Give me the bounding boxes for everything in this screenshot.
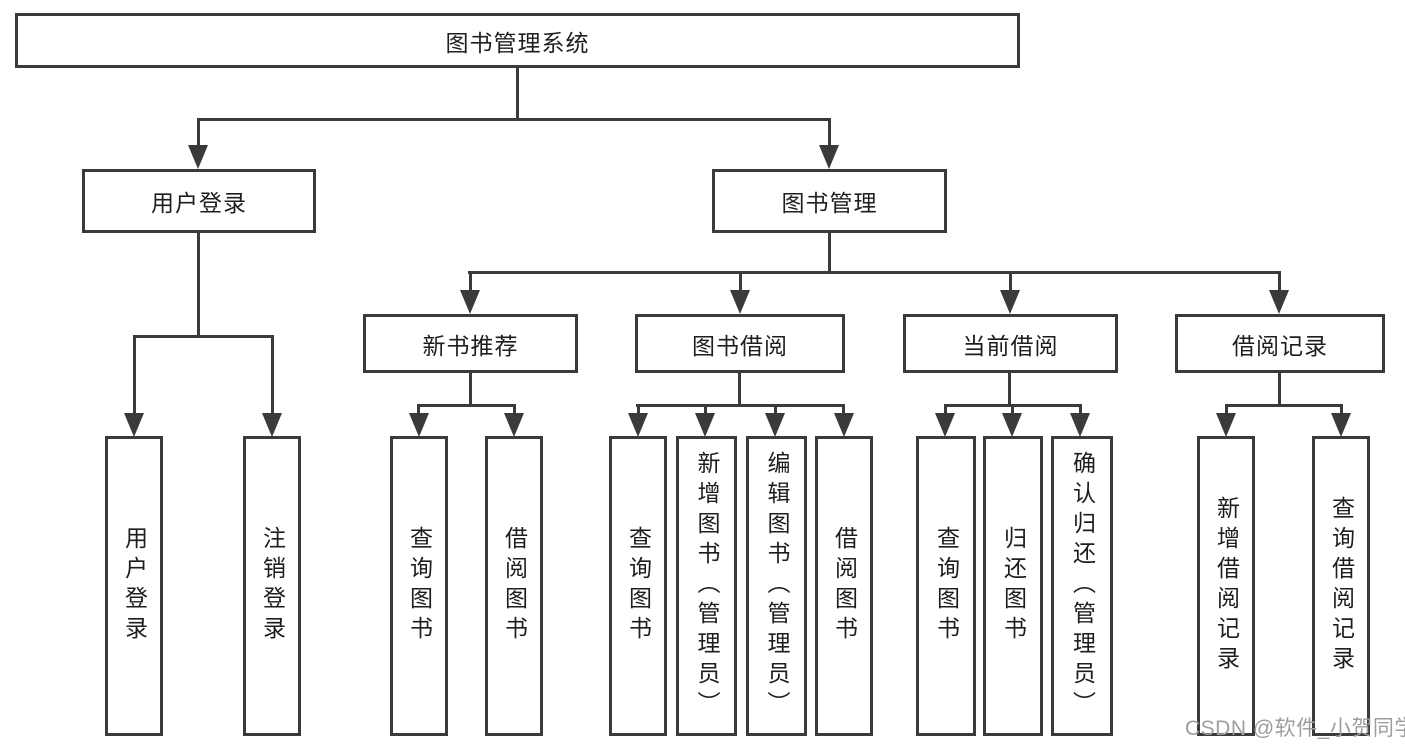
arrowhead-borrow-records xyxy=(1269,290,1289,314)
connector-new-book-split xyxy=(417,404,516,407)
leaf-add-borrow-record-label: 新增借阅记录 xyxy=(1213,496,1240,676)
connector-to-leaf-borrow2 xyxy=(842,404,845,416)
connector-to-leaf-logout xyxy=(271,335,274,417)
arrowhead-leaf-return xyxy=(1002,413,1022,437)
leaf-logout: 注销登录 xyxy=(243,436,301,736)
leaf-borrow-books-2: 借阅图书 xyxy=(815,436,873,736)
csdn-watermark: CSDN @软件_小贺同学 xyxy=(1185,717,1405,740)
leaf-borrow-books-2-label: 借阅图书 xyxy=(831,526,858,646)
arrowhead-leaf-add-record xyxy=(1216,413,1236,437)
leaf-query-books-2: 查询图书 xyxy=(609,436,667,736)
connector-to-leaf-return xyxy=(1011,404,1014,416)
connector-to-new-book xyxy=(469,271,472,295)
leaf-return-book: 归还图书 xyxy=(983,436,1043,736)
connector-to-leaf-query3 xyxy=(944,404,947,416)
connector-root-split xyxy=(197,118,831,121)
leaf-query-borrow-record-label: 查询借阅记录 xyxy=(1328,496,1355,676)
connector-borrow-records-split xyxy=(1225,404,1342,407)
arrowhead-leaf-borrow2 xyxy=(834,413,854,437)
leaf-query-books-3: 查询图书 xyxy=(916,436,976,736)
arrowhead-leaf-query-record xyxy=(1331,413,1351,437)
arrowhead-book-management xyxy=(819,145,839,169)
connector-to-leaf-query1 xyxy=(417,404,420,416)
connector-to-user-login xyxy=(197,118,200,148)
arrowhead-new-book xyxy=(460,290,480,314)
connector-to-leaf-borrow1 xyxy=(513,404,516,416)
leaf-confirm-return-admin: 确认归还（管理员） xyxy=(1051,436,1113,736)
leaf-borrow-books-1-label: 借阅图书 xyxy=(501,526,528,646)
arrowhead-leaf-query1 xyxy=(409,413,429,437)
connector-book-mgmt-split xyxy=(468,271,1281,274)
connector-book-mgmt-down xyxy=(828,233,831,273)
arrowhead-leaf-edit-book xyxy=(765,413,785,437)
connector-current-borrow-down xyxy=(1008,373,1011,407)
leaf-borrow-books-1: 借阅图书 xyxy=(485,436,543,736)
leaf-query-books-1: 查询图书 xyxy=(390,436,448,736)
arrowhead-book-borrow xyxy=(730,290,750,314)
arrowhead-current-borrow xyxy=(1000,290,1020,314)
leaf-add-book-admin: 新增图书（管理员） xyxy=(676,436,737,736)
leaf-query-borrow-record: 查询借阅记录 xyxy=(1312,436,1370,736)
leaf-query-books-3-label: 查询图书 xyxy=(933,526,960,646)
leaf-return-book-label: 归还图书 xyxy=(1000,526,1027,646)
node-book-management: 图书管理 xyxy=(712,169,947,233)
connector-user-login-down xyxy=(197,233,200,337)
node-root: 图书管理系统 xyxy=(15,13,1020,68)
connector-borrow-records-down xyxy=(1278,373,1281,407)
connector-to-leaf-query-record xyxy=(1340,404,1343,416)
arrowhead-leaf-confirm-return xyxy=(1070,413,1090,437)
arrowhead-leaf-login xyxy=(124,413,144,437)
leaf-logout-label: 注销登录 xyxy=(259,526,286,646)
connector-to-leaf-query2 xyxy=(637,404,640,416)
connector-book-borrow-down xyxy=(738,373,741,407)
connector-to-current-borrow xyxy=(1009,271,1012,295)
connector-root-down xyxy=(516,68,519,120)
node-book-borrow: 图书借阅 xyxy=(635,314,845,373)
arrowhead-leaf-logout xyxy=(262,413,282,437)
connector-book-borrow-split xyxy=(636,404,845,407)
connector-user-login-split xyxy=(133,335,274,338)
connector-to-borrow-records xyxy=(1278,271,1281,295)
leaf-edit-book-admin: 编辑图书（管理员） xyxy=(746,436,807,736)
connector-new-book-down xyxy=(469,373,472,407)
leaf-user-login: 用户登录 xyxy=(105,436,163,736)
leaf-query-books-1-label: 查询图书 xyxy=(406,526,433,646)
node-current-borrow: 当前借阅 xyxy=(903,314,1118,373)
leaf-query-books-2-label: 查询图书 xyxy=(625,526,652,646)
node-new-book-recommend: 新书推荐 xyxy=(363,314,578,373)
connector-to-leaf-add-record xyxy=(1225,404,1228,416)
arrowhead-leaf-query3 xyxy=(935,413,955,437)
connector-to-leaf-add-book xyxy=(704,404,707,416)
connector-to-book-management xyxy=(828,118,831,148)
arrowhead-leaf-query2 xyxy=(628,413,648,437)
leaf-confirm-return-admin-label: 确认归还（管理员） xyxy=(1069,451,1096,721)
arrowhead-leaf-add-book xyxy=(695,413,715,437)
leaf-edit-book-admin-label: 编辑图书（管理员） xyxy=(764,451,790,721)
arrowhead-user-login xyxy=(188,145,208,169)
leaf-user-login-label: 用户登录 xyxy=(121,526,148,646)
connector-to-leaf-login xyxy=(133,335,136,417)
connector-to-book-borrow xyxy=(739,271,742,295)
connector-to-leaf-edit-book xyxy=(774,404,777,416)
leaf-add-borrow-record: 新增借阅记录 xyxy=(1197,436,1255,736)
node-user-login: 用户登录 xyxy=(82,169,316,233)
leaf-add-book-admin-label: 新增图书（管理员） xyxy=(694,451,720,721)
connector-to-leaf-confirm-return xyxy=(1079,404,1082,416)
node-borrow-records: 借阅记录 xyxy=(1175,314,1385,373)
arrowhead-leaf-borrow1 xyxy=(504,413,524,437)
